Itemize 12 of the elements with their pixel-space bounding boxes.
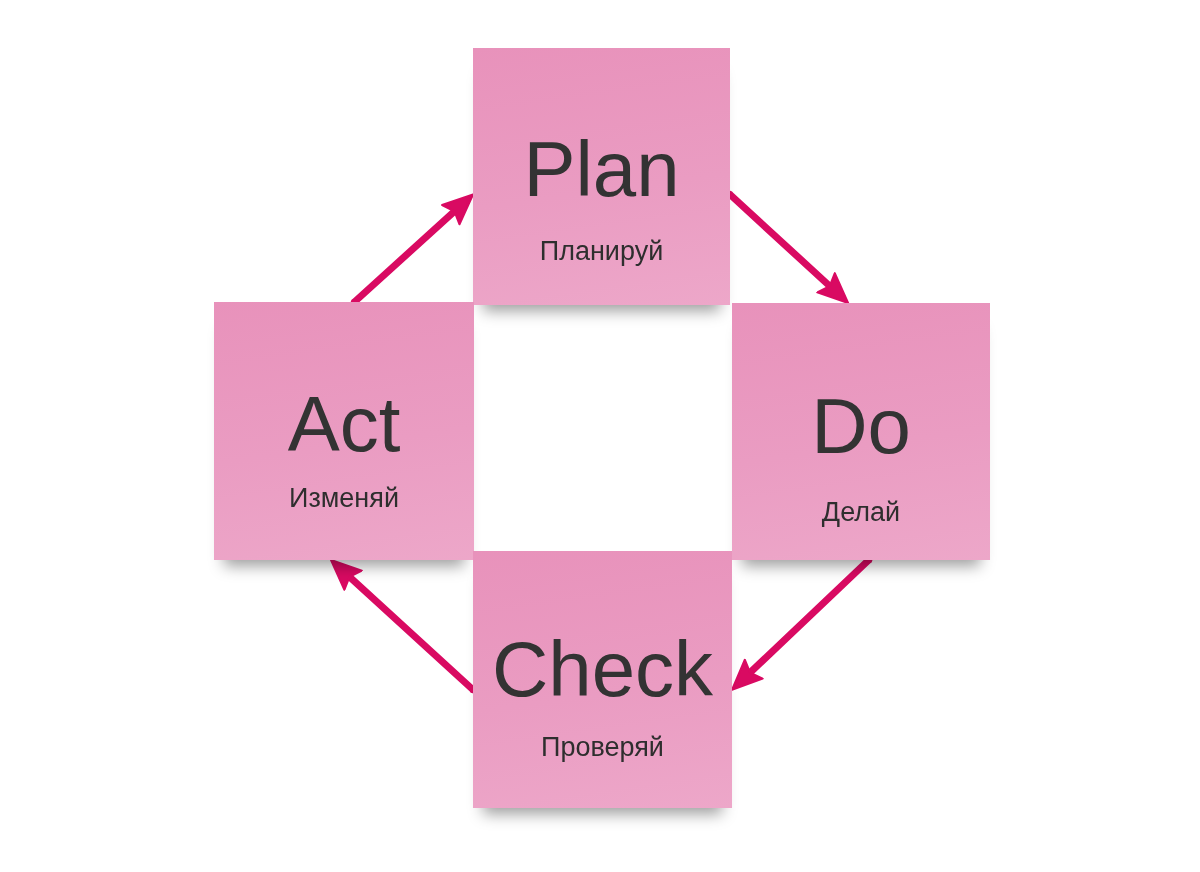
note-title: Act bbox=[287, 385, 401, 463]
note-title: Check bbox=[491, 630, 714, 708]
note-subtitle: Изменяй bbox=[289, 485, 399, 512]
note-title: Do bbox=[811, 387, 911, 465]
sticky-note bbox=[473, 48, 730, 305]
note-subtitle: Делай bbox=[821, 499, 901, 526]
sticky-note bbox=[473, 551, 732, 808]
note-subtitle: Проверяй bbox=[541, 734, 664, 761]
note-subtitle: Планируй bbox=[539, 238, 664, 265]
sticky-note bbox=[214, 302, 474, 560]
note-title: Plan bbox=[523, 130, 680, 208]
sticky-note bbox=[732, 303, 990, 560]
